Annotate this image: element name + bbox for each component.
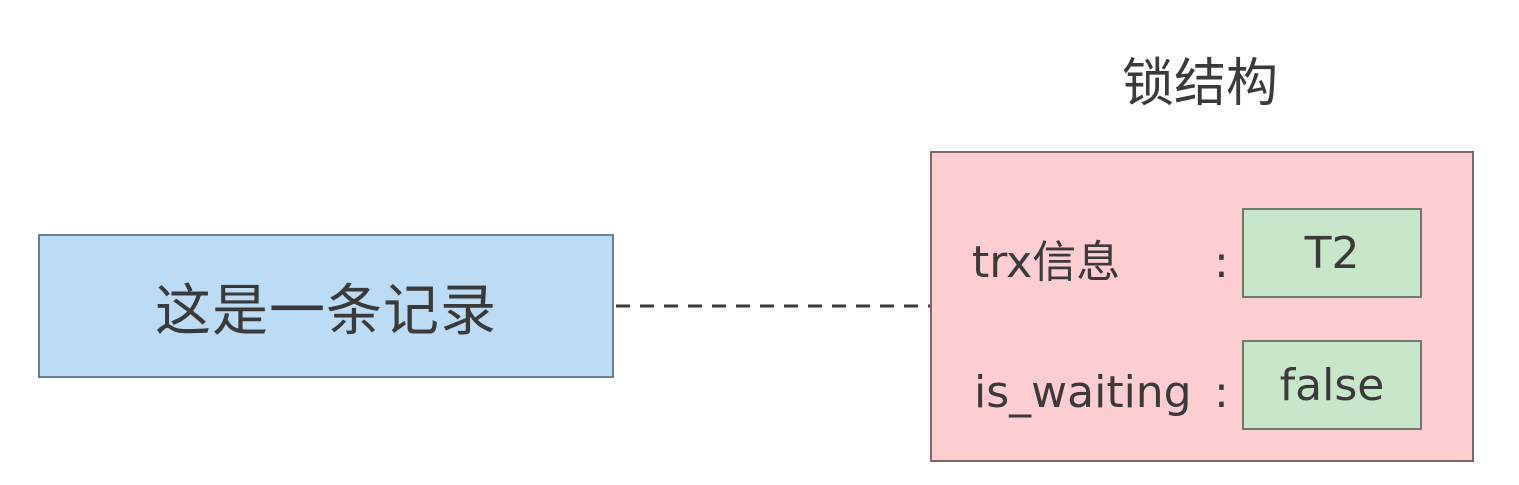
dashed-connector xyxy=(616,304,932,308)
trx-info-label: trx信息 xyxy=(972,237,1121,288)
record-label: 这是一条记录 xyxy=(155,278,497,344)
is-waiting-value: false xyxy=(1279,359,1385,411)
trx-info-value-box: T2 xyxy=(1242,208,1422,298)
record-box: 这是一条记录 xyxy=(38,234,614,378)
trx-info-separator: : xyxy=(1214,237,1229,288)
trx-info-value: T2 xyxy=(1304,227,1360,279)
is-waiting-separator: : xyxy=(1214,367,1229,418)
is-waiting-value-box: false xyxy=(1242,340,1422,430)
is-waiting-label: is_waiting xyxy=(974,367,1192,418)
lock-structure-title: 锁结构 xyxy=(1121,54,1278,114)
lock-structure-box: trx信息 : T2 is_waiting : false xyxy=(930,151,1474,462)
